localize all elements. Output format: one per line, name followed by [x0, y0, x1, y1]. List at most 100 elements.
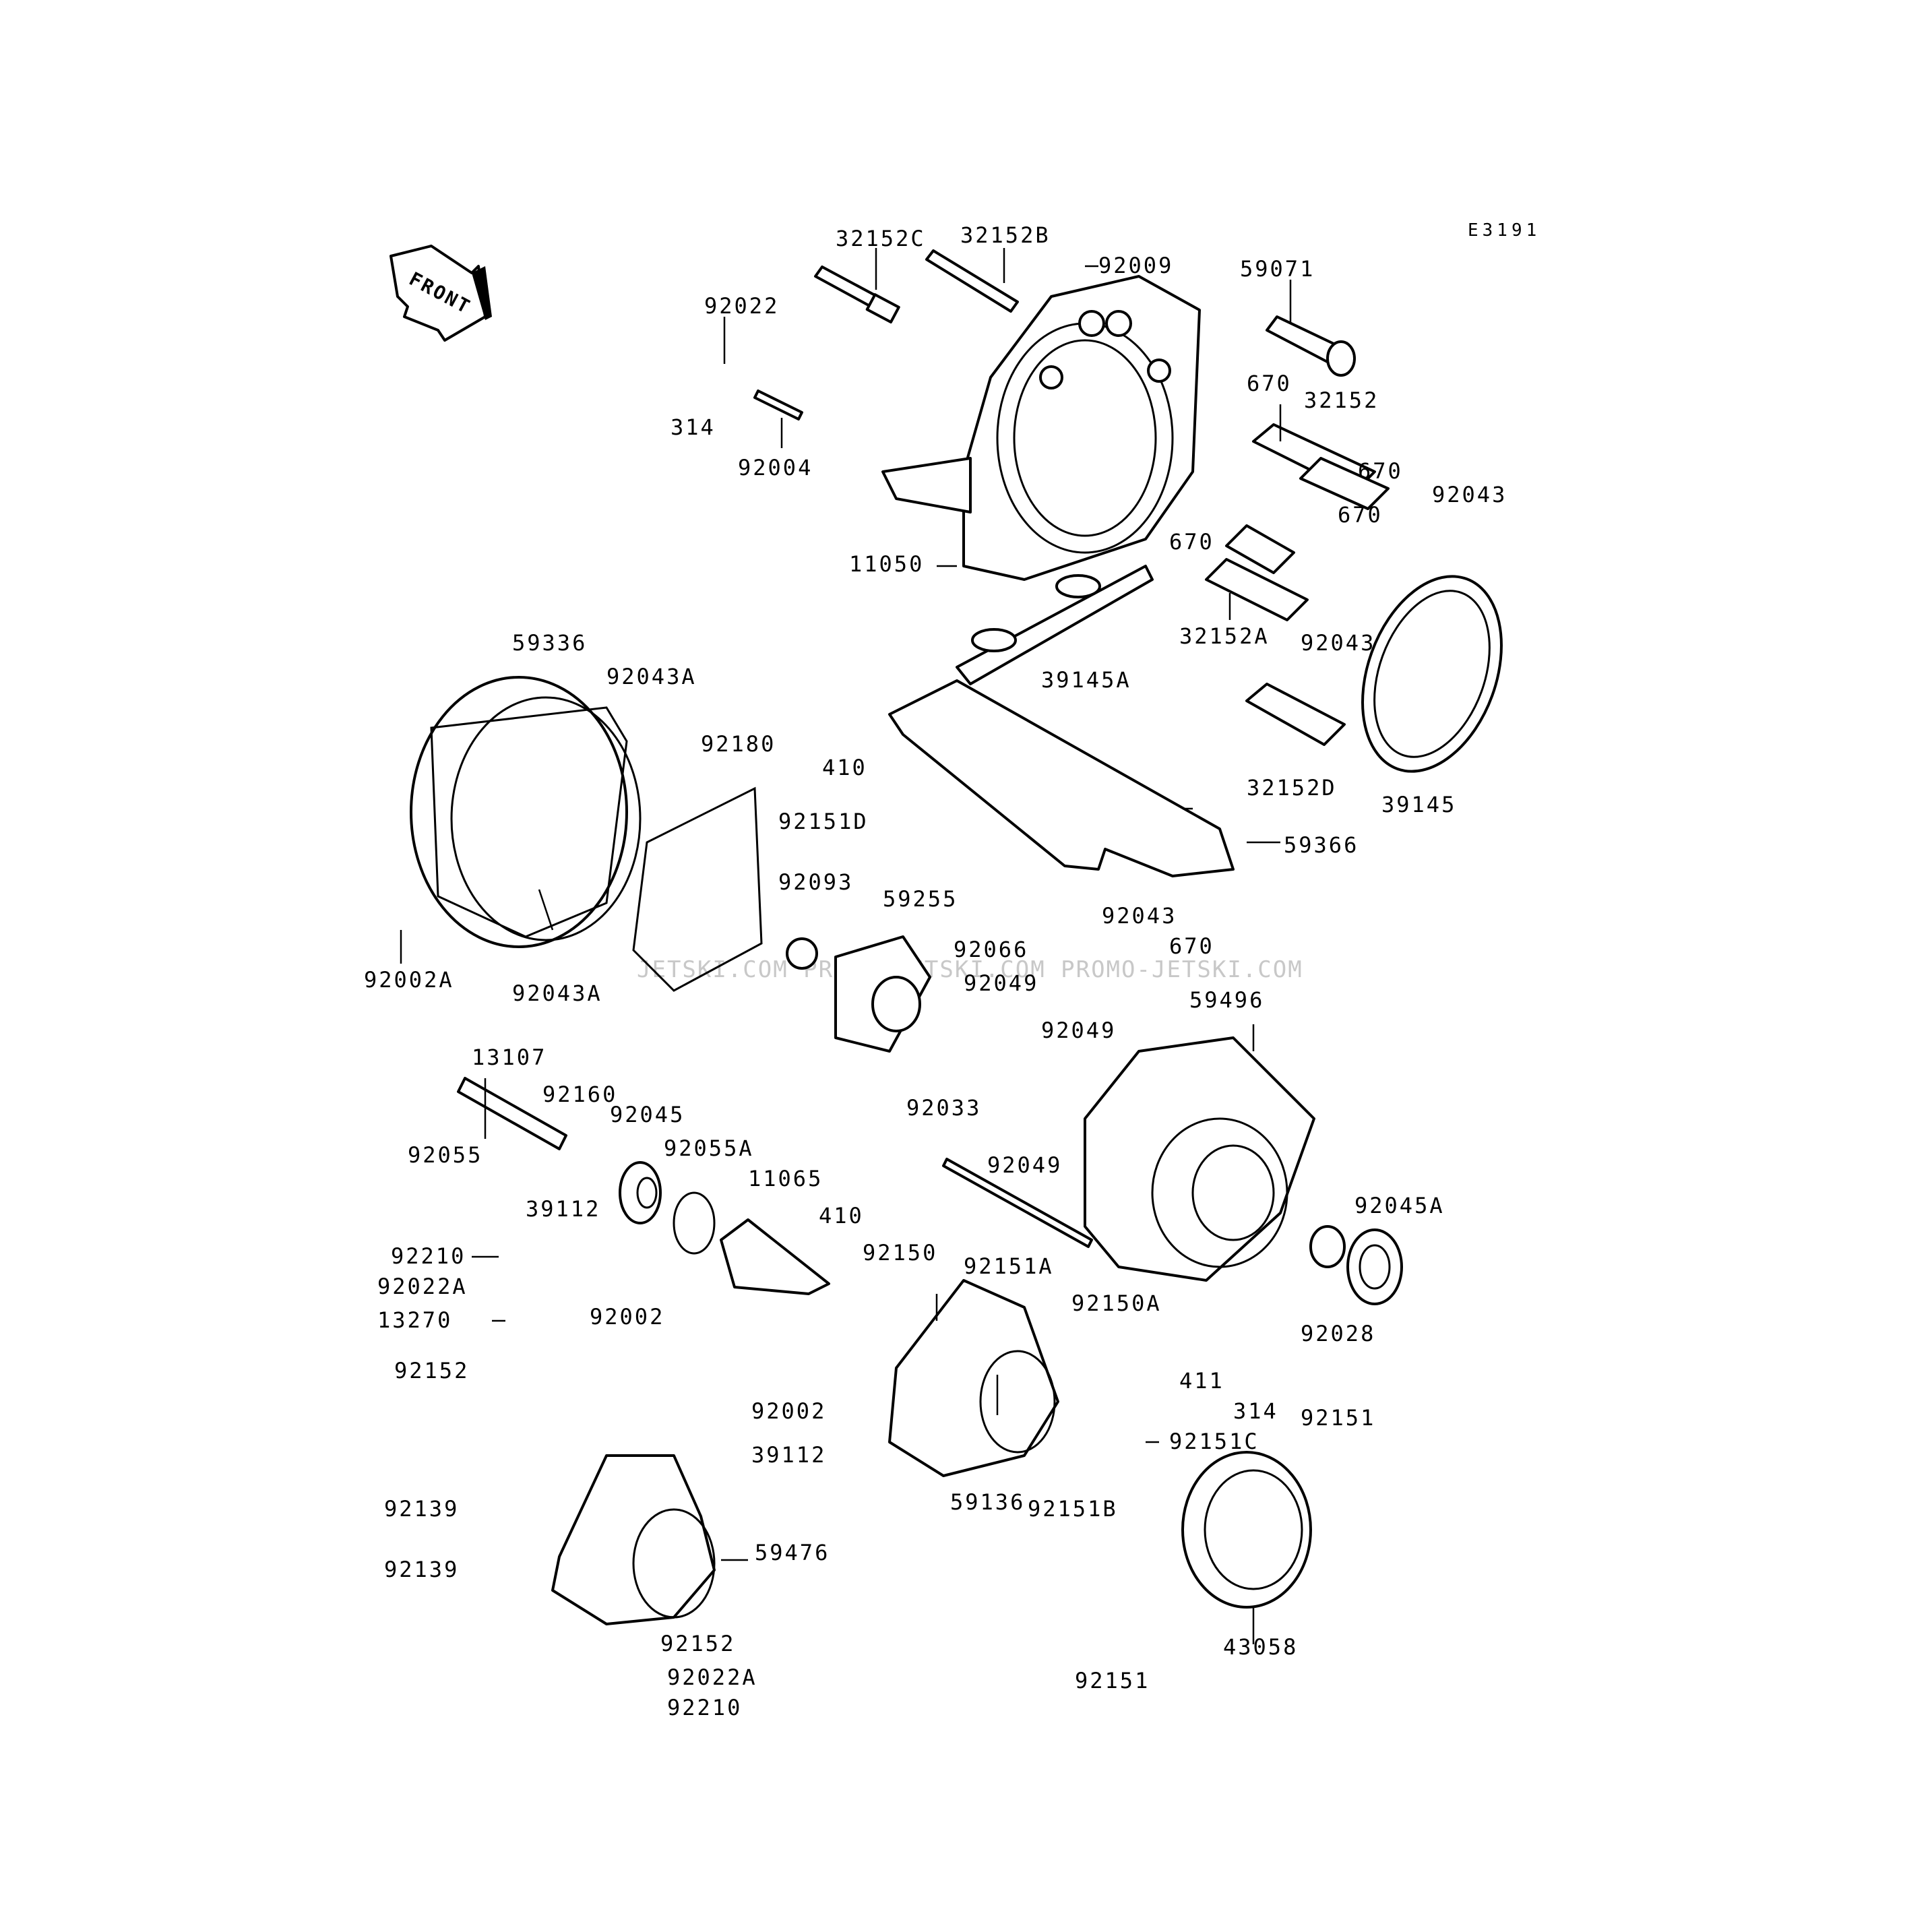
label-92022a-a: 92022A: [377, 1274, 468, 1299]
label-92043a-b: 92043A: [512, 980, 602, 1006]
label-92139-b: 92139: [384, 1557, 459, 1582]
strip-39145a: [956, 565, 1154, 685]
label-92151-b: 92151: [1075, 1668, 1150, 1693]
label-92152-b: 92152: [660, 1631, 735, 1656]
front-arrow-icon: FRONT: [389, 245, 492, 342]
stud-92004: [753, 389, 803, 420]
pipe-32152a: [1205, 524, 1309, 621]
label-92055: 92055: [408, 1142, 482, 1168]
label-92150: 92150: [863, 1240, 937, 1266]
label-92002-a: 92002: [590, 1304, 664, 1330]
diagram-code: E3191: [1468, 220, 1540, 241]
label-92033: 92033: [906, 1095, 981, 1121]
bracket-43058: [1181, 1451, 1312, 1609]
label-92151c: 92151C: [1169, 1429, 1259, 1454]
label-92022a-b: 92022A: [667, 1664, 757, 1690]
label-92043a-a: 92043A: [606, 664, 697, 689]
pipe-32152: [1252, 423, 1390, 510]
label-670-c: 670: [1338, 502, 1383, 528]
label-670-d: 670: [1169, 529, 1214, 555]
label-670-a: 670: [1247, 371, 1292, 396]
label-670-b: 670: [1358, 458, 1403, 484]
label-92028: 92028: [1301, 1321, 1375, 1346]
plate-59366: [888, 679, 1235, 877]
label-32152d: 32152D: [1247, 775, 1337, 801]
label-39145a: 39145A: [1041, 667, 1131, 693]
label-59496: 59496: [1189, 987, 1264, 1013]
label-13270: 13270: [377, 1307, 452, 1333]
label-59255: 59255: [883, 886, 958, 912]
label-92009: 92009: [1098, 253, 1173, 278]
housing-59336: [410, 676, 642, 948]
ring-39145: [1361, 575, 1503, 773]
part-labels: 32152C 32152B 92009 59071 92022 314 9200…: [364, 222, 1507, 1720]
label-32152a: 32152A: [1179, 623, 1270, 649]
label-11050: 11050: [849, 551, 924, 577]
label-314: 314: [671, 414, 716, 440]
label-39112-b: 39112: [751, 1442, 826, 1468]
label-410-b: 410: [819, 1203, 864, 1228]
bearing-92045: [619, 1161, 662, 1224]
label-92180: 92180: [701, 731, 776, 757]
label-32152: 32152: [1304, 387, 1379, 413]
label-92049-a: 92049: [964, 970, 1038, 996]
label-92002-b: 92002: [751, 1398, 826, 1424]
label-59071: 59071: [1240, 256, 1315, 282]
label-92002a: 92002A: [364, 967, 454, 993]
label-92151-a: 92151: [1301, 1405, 1375, 1431]
label-670-e: 670: [1169, 933, 1214, 959]
label-92043-c: 92043: [1102, 903, 1177, 929]
label-92139-a: 92139: [384, 1496, 459, 1522]
nozzle-59136: [888, 1279, 1059, 1477]
pump-case-59496: [1084, 1036, 1315, 1282]
cap-11065: [720, 1218, 830, 1295]
label-92045a: 92045A: [1354, 1193, 1445, 1218]
label-411: 411: [1179, 1368, 1224, 1394]
label-59366: 59366: [1284, 832, 1359, 858]
label-32152c: 32152C: [836, 226, 926, 251]
shaft-32152b: [925, 249, 1019, 313]
label-92043-b: 92043: [1301, 630, 1375, 656]
impeller-59255: [786, 935, 931, 1053]
gasket-92180: [632, 786, 763, 992]
label-92045: 92045: [610, 1102, 685, 1127]
oring-92055a: [673, 1191, 716, 1255]
fitting-59071: [1266, 315, 1356, 377]
label-39112-a: 39112: [526, 1196, 600, 1222]
label-92152-a: 92152: [394, 1358, 469, 1383]
label-92043-a: 92043: [1432, 482, 1507, 507]
stud-92151a: [942, 1158, 1093, 1248]
label-92210-a: 92210: [391, 1243, 466, 1269]
label-92049-b: 92049: [1041, 1018, 1116, 1043]
bucket-59476: [551, 1454, 716, 1625]
label-43058: 43058: [1223, 1634, 1298, 1660]
label-59476: 59476: [755, 1540, 830, 1565]
label-32152b: 32152B: [960, 222, 1051, 248]
label-11065: 11065: [748, 1166, 823, 1191]
label-92151d: 92151D: [778, 809, 869, 834]
shaft-32152c: [814, 266, 900, 323]
label-13107: 13107: [472, 1045, 547, 1070]
label-92055a: 92055A: [664, 1135, 754, 1161]
label-59336: 59336: [512, 630, 587, 656]
label-92049-c: 92049: [987, 1152, 1062, 1178]
pump-housing-11050: [881, 275, 1201, 581]
label-92210-b: 92210: [667, 1695, 742, 1720]
label-92151a: 92151A: [964, 1253, 1054, 1279]
pipe-32152d: [1245, 683, 1346, 746]
leader-lines: [400, 248, 1292, 1644]
label-59136: 59136: [950, 1489, 1025, 1515]
bearing-92045a: [1309, 1225, 1403, 1305]
label-314-b: 314: [1233, 1398, 1278, 1424]
label-410-a: 410: [822, 755, 867, 780]
watermark: JETSKI.COM PROMO-JETSKI.COM PROMO-JETSKI…: [637, 956, 1303, 983]
label-92150a: 92150A: [1071, 1290, 1162, 1316]
label-92160: 92160: [542, 1082, 617, 1107]
label-92022: 92022: [704, 293, 779, 319]
label-92004: 92004: [738, 455, 813, 480]
label-92093: 92093: [778, 869, 853, 895]
label-92151b: 92151B: [1028, 1496, 1118, 1522]
label-39145: 39145: [1381, 792, 1456, 817]
label-92066: 92066: [954, 937, 1028, 962]
